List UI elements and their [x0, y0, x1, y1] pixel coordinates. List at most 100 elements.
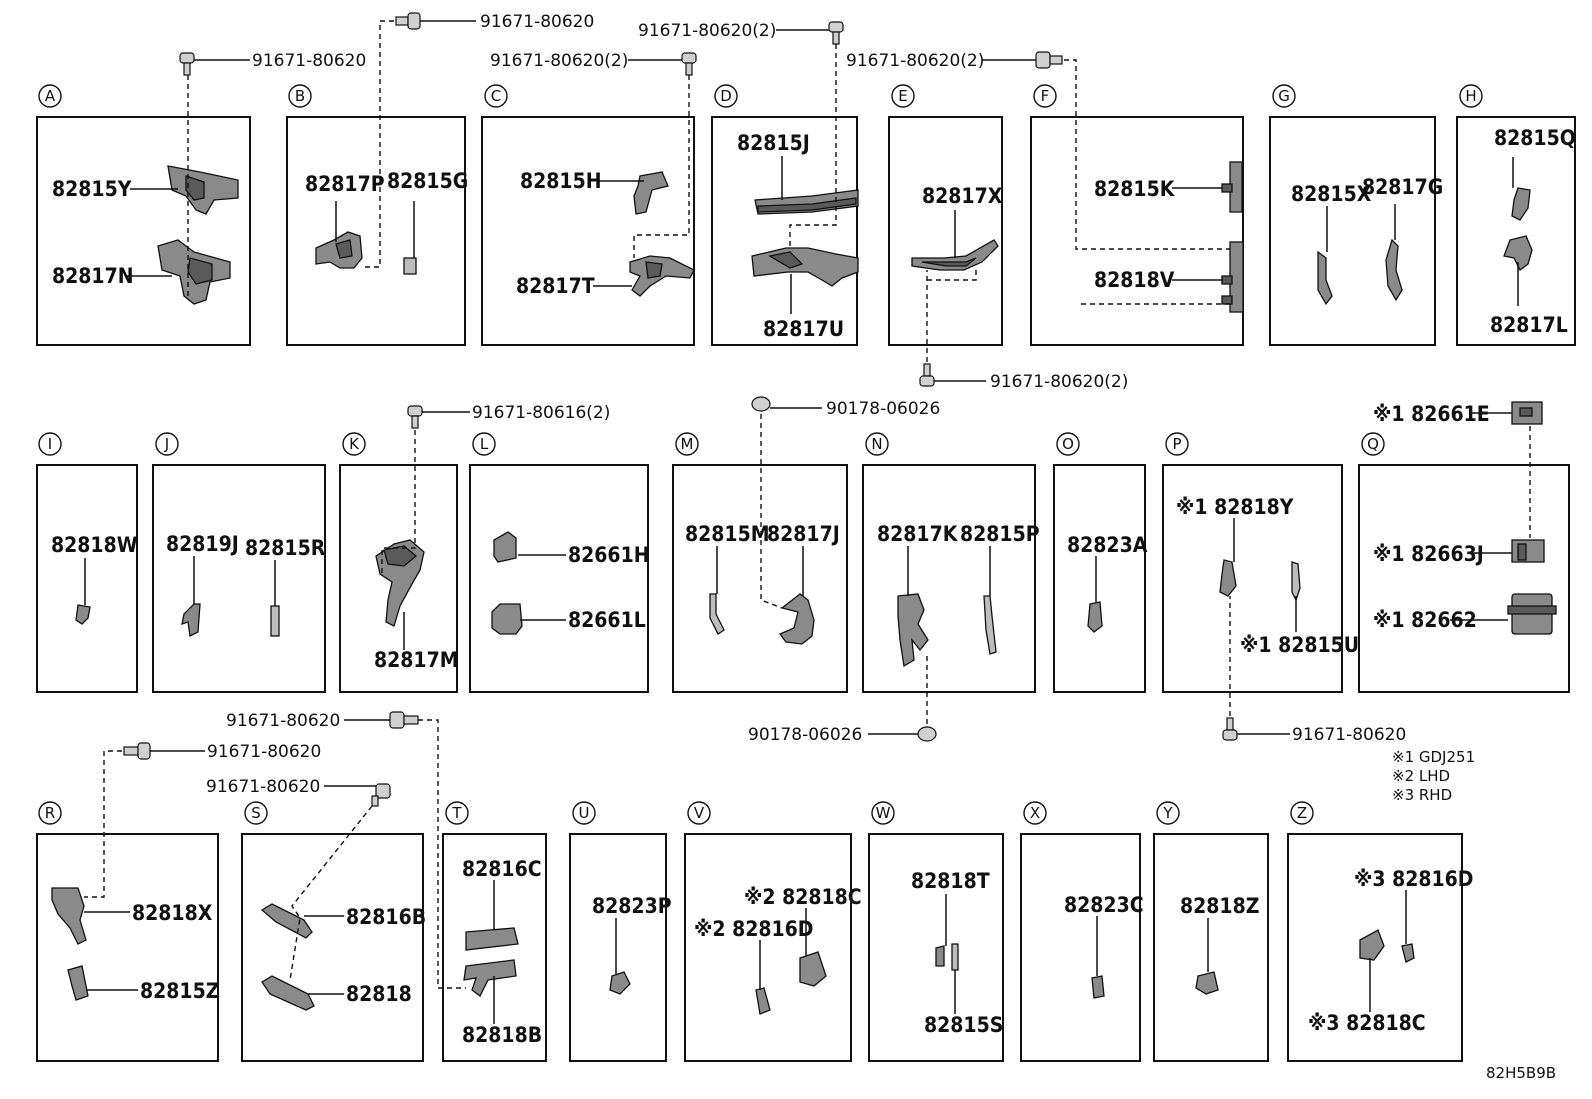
panel-c-circle: [484, 84, 508, 108]
label-82661h: 82661H: [568, 543, 650, 567]
panel-i-circle: [38, 432, 62, 456]
panel-a-box: [36, 116, 251, 346]
panel-q-letter: Q: [1367, 435, 1379, 453]
label-82817m: 82817M: [374, 648, 459, 672]
part-82815j-icon: [754, 189, 859, 215]
panel-f-letter: F: [1041, 87, 1050, 105]
part-82661l-icon: [491, 603, 523, 635]
part-82815x-icon: [1317, 250, 1333, 306]
panel-n-letter: N: [871, 435, 882, 453]
part-82819j-icon: [181, 603, 201, 637]
panel-v-letter: V: [694, 804, 705, 822]
panel-b-circle: [288, 84, 312, 108]
part-82816b-icon: [260, 903, 313, 939]
part-82818c-lhd-icon: [799, 951, 827, 987]
fastener-label-k: 91671-80616(2): [472, 403, 610, 423]
screw-icon: [371, 783, 391, 807]
label-82818x: 82818X: [132, 901, 213, 925]
part-82818t-icon: [935, 943, 959, 971]
fastener-label-a: 91671-80620: [252, 51, 366, 71]
panel-p-circle: [1165, 432, 1189, 456]
part-82818c-rhd-icon: [1359, 929, 1385, 961]
screw-icon: [179, 52, 195, 76]
screw-icon: [395, 12, 421, 30]
label-82818c-lhd: ※2 82818C: [744, 885, 862, 909]
fastener-label-e: 91671-80620(2): [990, 372, 1128, 392]
part-82818z-icon: [1195, 971, 1219, 995]
legend-note-2: ※2 LHD: [1392, 767, 1450, 785]
part-82662-icon: [1507, 593, 1557, 635]
label-82661e: ※1 82661E: [1373, 402, 1490, 426]
part-82815k-icon: [1221, 161, 1243, 213]
panel-q-circle: [1361, 432, 1385, 456]
panel-t-letter: T: [451, 804, 462, 822]
part-82815p-icon: [983, 595, 997, 655]
panel-k-box: [339, 464, 458, 693]
panel-z-letter: Z: [1297, 804, 1307, 822]
part-82818x-icon: [51, 887, 87, 945]
label-82816d-lhd: ※2 82816D: [694, 917, 814, 941]
fastener-label-p: 91671-80620: [1292, 725, 1406, 745]
panel-r-letter: R: [45, 804, 55, 822]
fastener-label-c: 91671-80620(2): [490, 51, 628, 71]
label-82815m: 82815M: [685, 522, 770, 546]
part-82816d-rhd-icon: [1401, 943, 1415, 963]
screw-icon: [681, 52, 697, 76]
panel-l-circle: [472, 432, 496, 456]
screw-icon: [1222, 717, 1238, 741]
panel-y-box: [1153, 833, 1269, 1062]
screw-icon: [919, 363, 935, 387]
panel-n-circle: [865, 432, 889, 456]
diagram-code: 82H5B9B: [1486, 1064, 1556, 1082]
label-82816b: 82816B: [346, 905, 426, 929]
panel-t-box: [442, 833, 547, 1062]
panel-k-circle: [342, 432, 366, 456]
label-82815j: 82815J: [737, 131, 810, 155]
panel-t-circle: [445, 801, 469, 825]
part-82817l-icon: [1503, 235, 1533, 271]
panel-r-circle: [38, 801, 62, 825]
label-82816c: 82816C: [462, 857, 542, 881]
part-82817m-icon: [375, 539, 425, 627]
label-82818: 82818: [346, 982, 412, 1006]
label-82817n: 82817N: [52, 264, 134, 288]
part-82817n-icon: [157, 239, 231, 305]
screw-icon: [389, 711, 419, 729]
screw-icon: [828, 21, 844, 45]
part-82817p-icon: [315, 231, 363, 269]
part-82661e-icon: [1511, 401, 1543, 425]
label-82819j: 82819J: [166, 532, 239, 556]
label-82815p: 82815P: [960, 522, 1040, 546]
panel-p-letter: P: [1172, 435, 1181, 453]
label-82815r: 82815R: [245, 536, 326, 560]
panel-m-letter: M: [681, 435, 694, 453]
label-82815k: 82815K: [1094, 177, 1176, 201]
panel-p-box: [1162, 464, 1343, 693]
panel-g-letter: G: [1278, 87, 1290, 105]
part-82815q-icon: [1511, 187, 1531, 221]
part-82818-icon: [261, 975, 315, 1011]
panel-f-circle: [1033, 84, 1057, 108]
label-82815s: 82815S: [924, 1013, 1003, 1037]
panel-c-box: [481, 116, 695, 346]
label-82817t: 82817T: [516, 274, 595, 298]
fastener-label-n: 90178-06026: [748, 725, 862, 745]
panel-u-box: [569, 833, 667, 1062]
label-82818c-rhd: ※3 82818C: [1308, 1011, 1426, 1035]
panel-j-circle: [155, 432, 179, 456]
panel-f-box: [1030, 116, 1244, 346]
panel-x-letter: X: [1030, 804, 1040, 822]
legend-note-1: ※1 GDJ251: [1392, 748, 1475, 766]
panel-w-circle: [871, 801, 895, 825]
panel-e-box: [888, 116, 1003, 346]
label-82816d-rhd: ※3 82816D: [1354, 867, 1474, 891]
panel-o-box: [1053, 464, 1146, 693]
fastener-label-t: 91671-80620: [226, 711, 340, 731]
label-82818v: 82818V: [1094, 268, 1175, 292]
label-82662: ※1 82662: [1373, 608, 1477, 632]
panel-l-letter: L: [480, 435, 489, 453]
part-82663j-icon: [1511, 539, 1545, 563]
panel-u-circle: [572, 801, 596, 825]
screw-icon: [1035, 51, 1063, 69]
